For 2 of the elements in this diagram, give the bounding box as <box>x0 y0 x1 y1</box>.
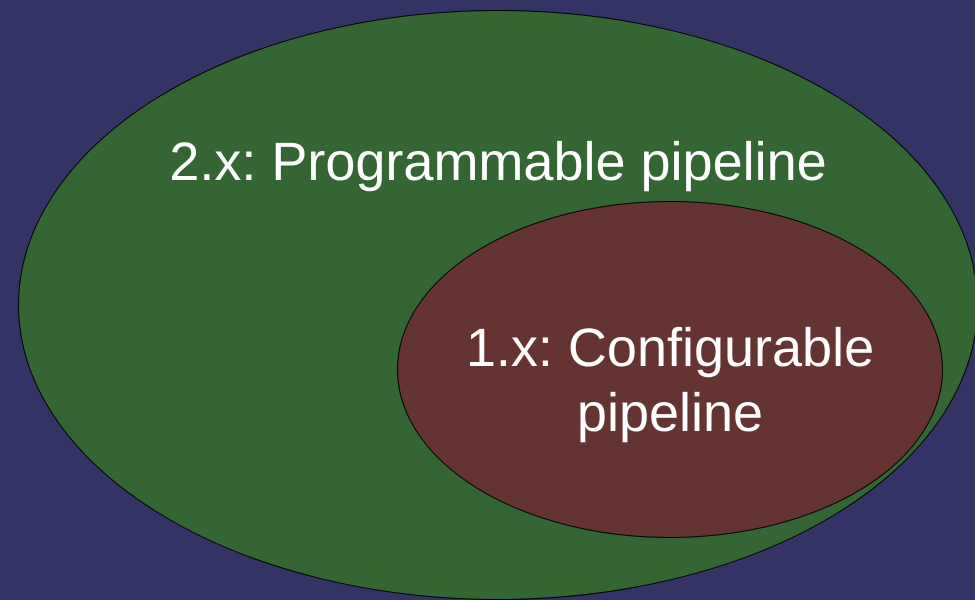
region-label: 2.x: Programmable pipeline <box>168 131 828 194</box>
region-label: 1.x: Configurable pipeline <box>464 317 876 445</box>
